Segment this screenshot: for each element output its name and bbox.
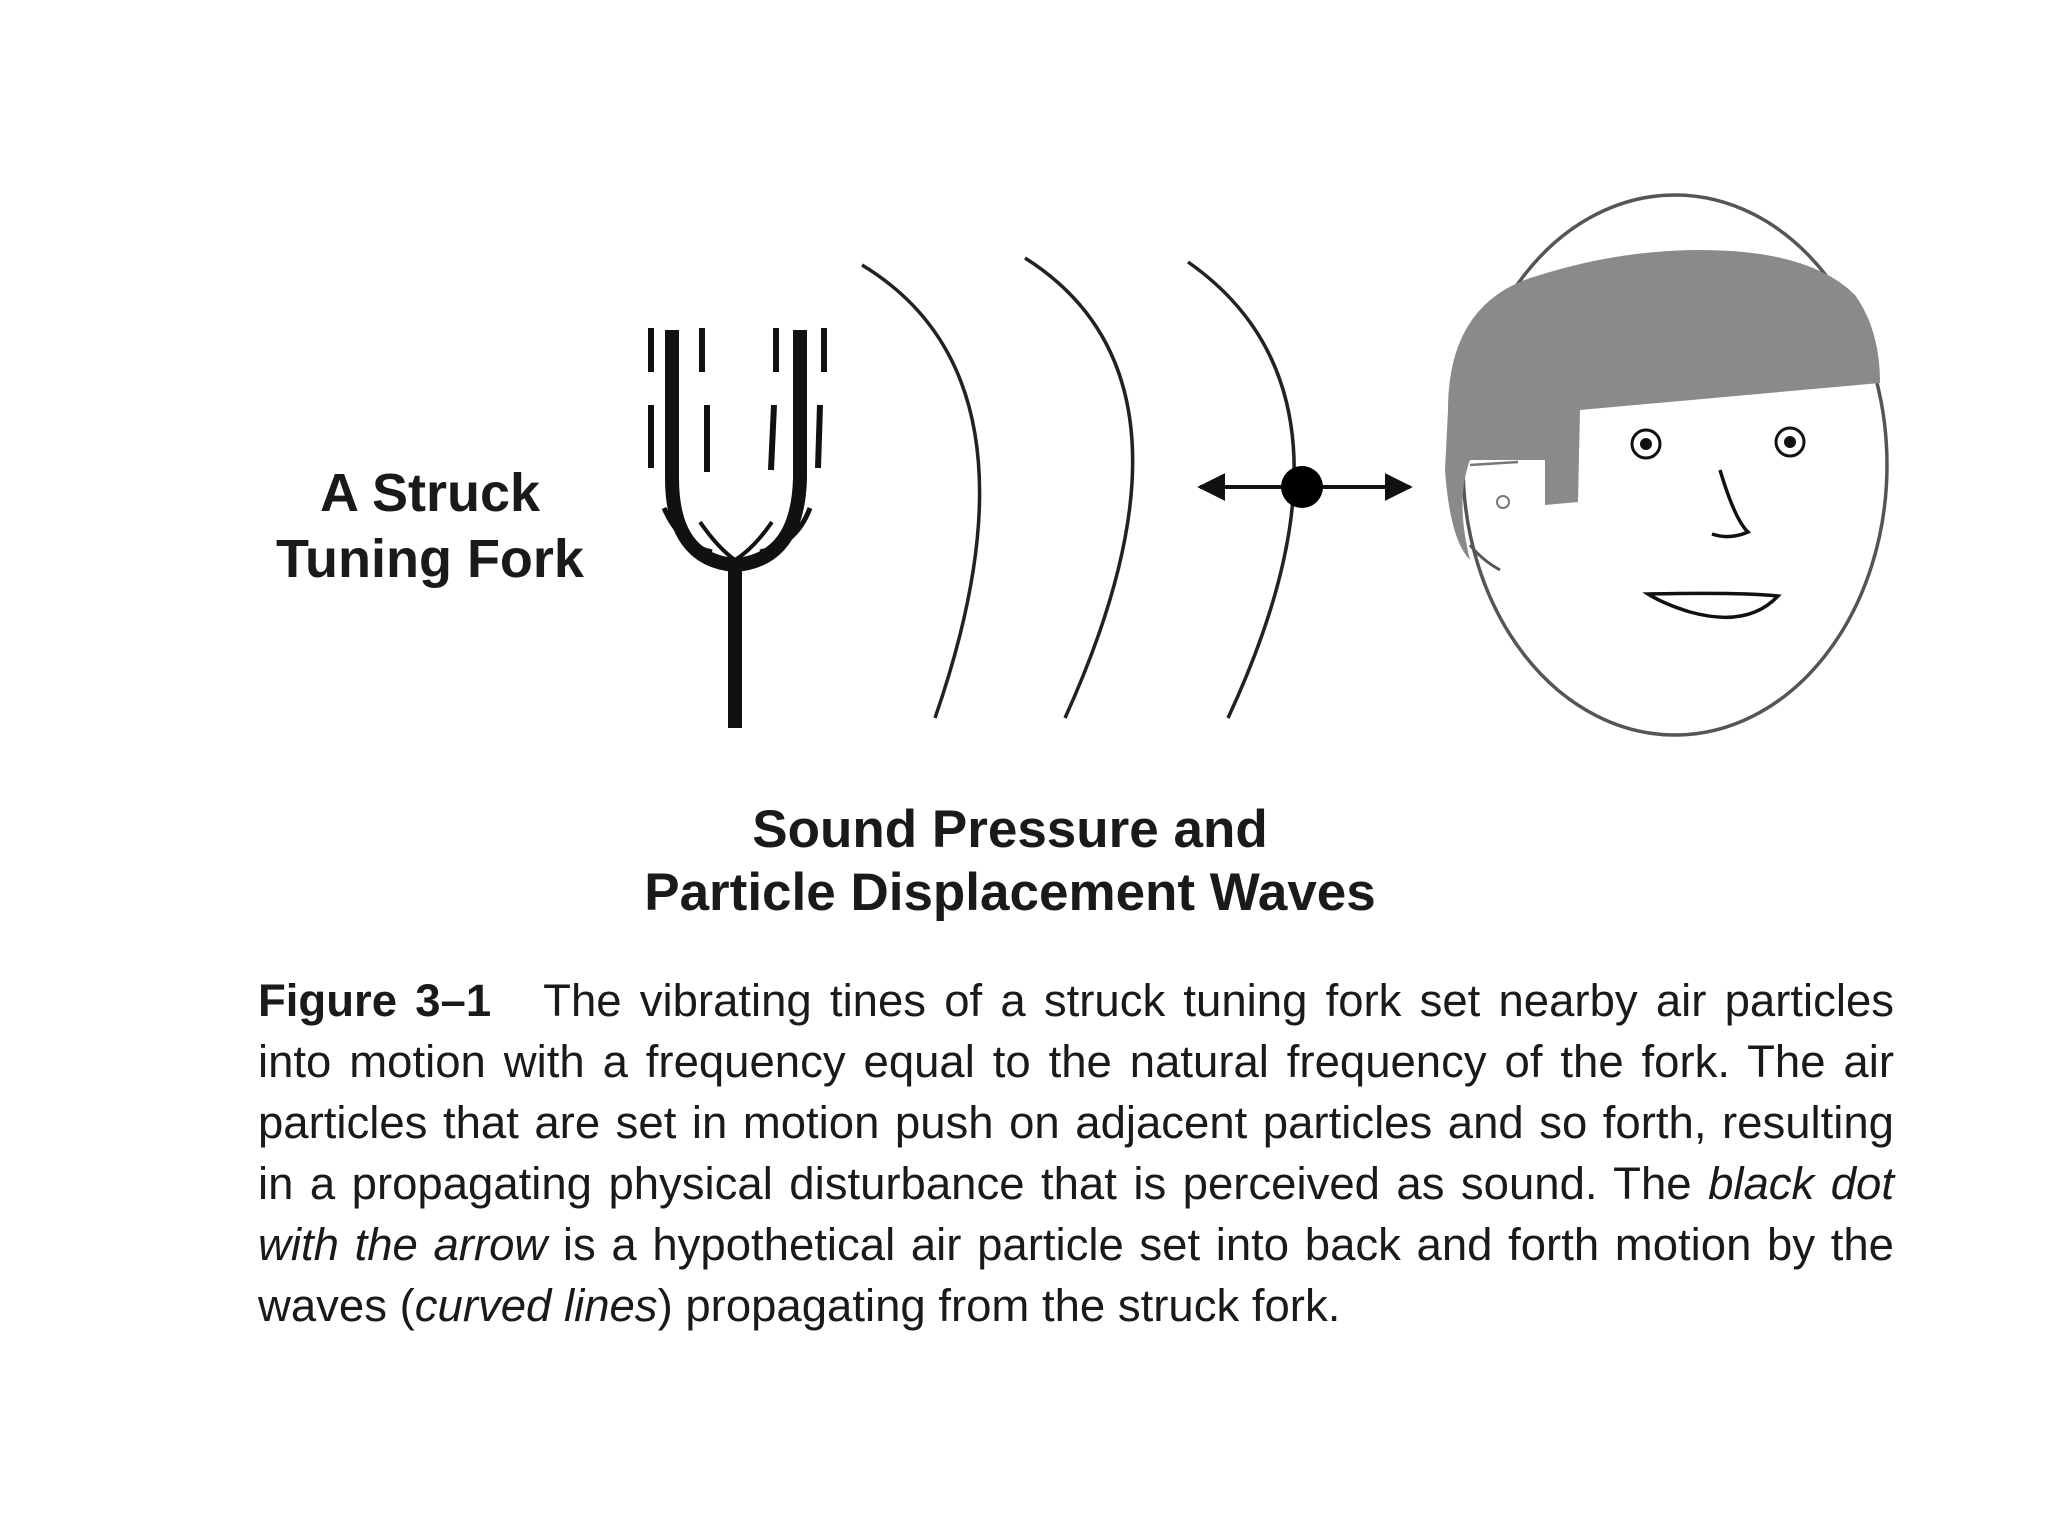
caption-italic-1: black dot with the arrow <box>258 1158 1894 1270</box>
waves-label-line1: Sound Pressure and <box>752 800 1268 859</box>
air-particle-icon <box>1197 466 1413 508</box>
wave-front-3 <box>1186 260 1296 719</box>
ear-line <box>1469 460 1519 467</box>
tuning-fork-label-line2: Tuning Fork <box>276 529 584 589</box>
tuning-fork-label: A Struck Tuning Fork <box>230 460 630 592</box>
hair <box>1445 250 1880 560</box>
ear-dot <box>1496 495 1510 509</box>
mouth <box>1642 591 1782 620</box>
caption-italic-2: curved lines <box>414 1280 658 1331</box>
nose <box>1711 469 1752 539</box>
wave-fronts <box>861 256 1296 719</box>
tuning-fork-icon <box>648 328 827 728</box>
caption-text-2: is a hypothetical air particle set into … <box>258 1219 1894 1331</box>
waves-label: Sound Pressure and Particle Displacement… <box>500 798 1520 924</box>
waves-label-line2: Particle Displacement Waves <box>644 863 1376 922</box>
ear-lower <box>1468 544 1501 572</box>
figure-number: Figure 3–1 <box>258 975 492 1026</box>
wave-front-2 <box>1024 256 1135 719</box>
caption-text-3: ) propagating from the struck fork. <box>657 1280 1341 1331</box>
wave-front-1 <box>861 263 982 719</box>
caption-text-1: The vibrating tines of a struck tuning f… <box>258 975 1895 1209</box>
tuning-fork-label-line1: A Struck <box>319 463 541 523</box>
listener-face-icon <box>1445 193 1889 737</box>
